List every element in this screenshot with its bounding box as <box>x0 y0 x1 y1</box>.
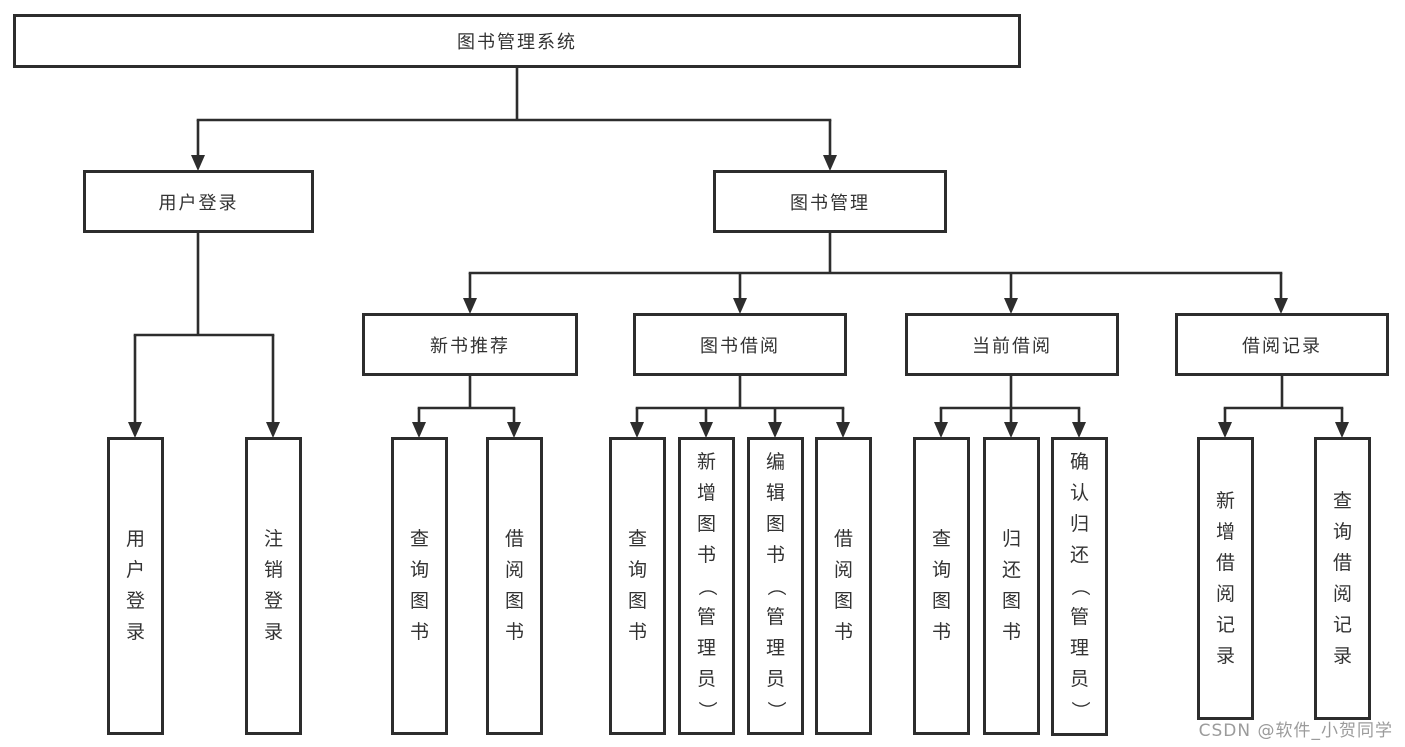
node-current-borrowing-label: 当前借阅 <box>972 335 1052 357</box>
leaf-add-borrow-record: 新增借阅记录 <box>1197 437 1254 720</box>
leaf-query-borrow-record: 查询借阅记录 <box>1314 437 1371 720</box>
node-borrowing-records-label: 借阅记录 <box>1242 335 1322 357</box>
node-book-borrowing: 图书借阅 <box>633 313 847 376</box>
watermark: CSDN @软件_小贺同学 <box>1198 721 1393 741</box>
leaf-return-books: 归还图书 <box>983 437 1040 735</box>
node-book-management: 图书管理 <box>713 170 947 233</box>
node-new-book-recommend: 新书推荐 <box>362 313 578 376</box>
leaf-query-books-current: 查询图书 <box>913 437 970 735</box>
leaf-confirm-return-admin-label: 确认归还（管理员） <box>1068 451 1091 721</box>
leaf-borrow-books-recommend-label: 借阅图书 <box>504 528 524 643</box>
node-borrowing-records: 借阅记录 <box>1175 313 1389 376</box>
leaf-add-books-admin: 新增图书（管理员） <box>678 437 735 735</box>
leaf-user-login: 用户登录 <box>107 437 164 735</box>
leaf-add-books-admin-label: 新增图书（管理员） <box>695 450 718 720</box>
leaf-query-books-recommend: 查询图书 <box>391 437 448 735</box>
leaf-query-borrow-record-label: 查询借阅记录 <box>1332 489 1352 667</box>
leaf-edit-books-admin-label: 编辑图书（管理员） <box>764 450 787 720</box>
node-book-borrowing-label: 图书借阅 <box>700 335 780 357</box>
node-library-system: 图书管理系统 <box>13 14 1021 68</box>
leaf-user-login-label: 用户登录 <box>125 528 145 643</box>
node-current-borrowing: 当前借阅 <box>905 313 1119 376</box>
leaf-query-books-current-label: 查询图书 <box>931 528 951 643</box>
leaf-add-borrow-record-label: 新增借阅记录 <box>1215 489 1235 667</box>
leaf-logout-label: 注销登录 <box>263 528 283 643</box>
node-book-management-label: 图书管理 <box>790 192 870 214</box>
leaf-borrow-books-borrowing-label: 借阅图书 <box>833 528 853 643</box>
leaf-logout: 注销登录 <box>245 437 302 735</box>
leaf-query-books-borrowing-label: 查询图书 <box>627 528 647 643</box>
node-new-book-recommend-label: 新书推荐 <box>430 335 510 357</box>
node-library-system-label: 图书管理系统 <box>457 32 577 53</box>
leaf-borrow-books-borrowing: 借阅图书 <box>815 437 872 735</box>
node-user-login: 用户登录 <box>83 170 314 233</box>
node-user-login-label: 用户登录 <box>158 192 239 214</box>
leaf-query-books-recommend-label: 查询图书 <box>409 528 429 643</box>
leaf-confirm-return-admin: 确认归还（管理员） <box>1051 437 1108 736</box>
leaf-edit-books-admin: 编辑图书（管理员） <box>747 437 804 735</box>
leaf-query-books-borrowing: 查询图书 <box>609 437 666 735</box>
leaf-borrow-books-recommend: 借阅图书 <box>486 437 543 735</box>
leaf-return-books-label: 归还图书 <box>1001 528 1021 643</box>
